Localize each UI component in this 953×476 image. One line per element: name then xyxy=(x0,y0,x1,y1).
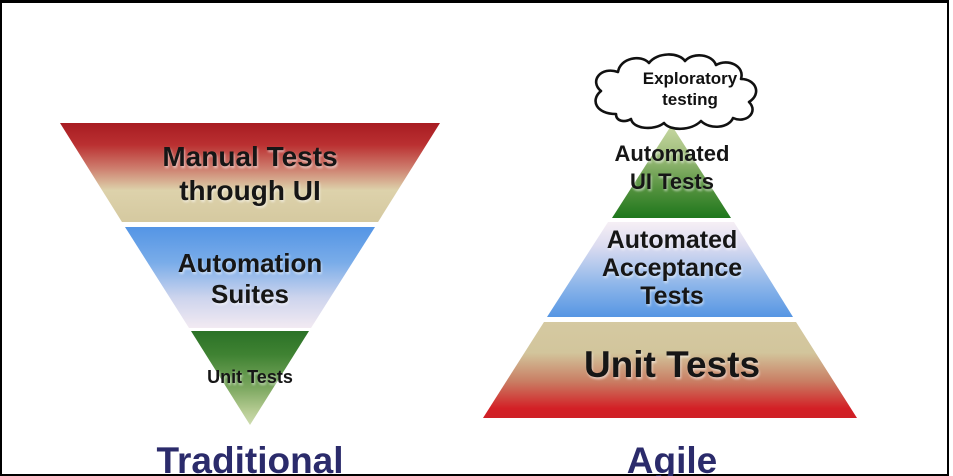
exploratory-testing-line1: Exploratory xyxy=(642,69,738,88)
automation-suites-label: Automation Suites xyxy=(125,248,375,310)
automation-suites-line1: Automation xyxy=(177,248,323,278)
manual-tests-label: Manual Tests through UI xyxy=(100,140,400,208)
automation-suites-line2: Suites xyxy=(210,279,290,309)
frame-border-bottom xyxy=(0,474,949,476)
automated-acceptance-tests-line1: Automated xyxy=(606,226,738,254)
exploratory-testing-label: Exploratory testing xyxy=(584,68,796,110)
cloud-icon xyxy=(594,53,758,131)
automated-acceptance-tests-line3: Tests xyxy=(640,282,704,310)
manual-tests-line2: through UI xyxy=(179,175,321,206)
traditional-title: Traditional xyxy=(156,440,344,476)
unit-tests-right-layer-shape xyxy=(483,322,857,418)
frame-border-left xyxy=(0,0,2,476)
unit-tests-right-label: Unit Tests xyxy=(583,344,761,385)
automated-acceptance-tests-label: Automated Acceptance Tests xyxy=(546,226,798,310)
agile-title: Agile xyxy=(626,440,718,476)
frame-border-top xyxy=(0,0,949,3)
exploratory-testing-line2: testing xyxy=(662,90,718,109)
unit-tests-left-label: Unit Tests xyxy=(207,367,293,387)
automated-ui-tests-line1: Automated xyxy=(614,141,730,166)
automated-ui-tests-line2: UI Tests xyxy=(630,169,714,194)
frame-border-right xyxy=(947,0,949,476)
automated-acceptance-tests-line2: Acceptance xyxy=(601,254,743,282)
automated-ui-tests-label: Automated UI Tests xyxy=(572,140,772,196)
manual-tests-layer-shape xyxy=(60,123,440,222)
manual-tests-line1: Manual Tests xyxy=(162,141,338,172)
